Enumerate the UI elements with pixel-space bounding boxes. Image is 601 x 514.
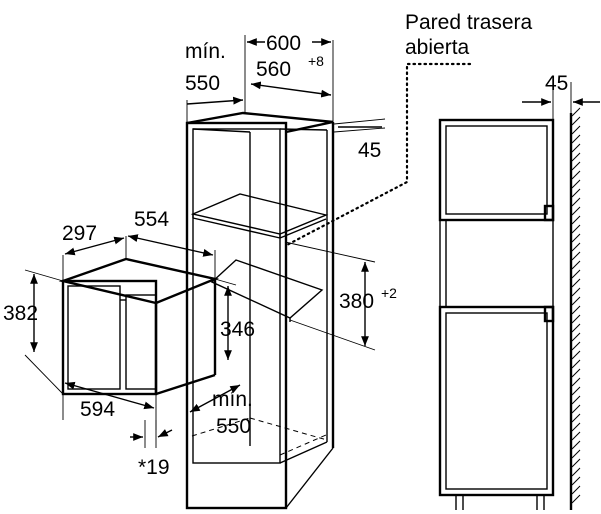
label-width-560-tol: +8: [308, 53, 324, 69]
label-min-bottom-1: mín.: [212, 388, 253, 411]
wall-hatch-line: [571, 179, 581, 189]
wall-hatch-line: [571, 287, 581, 297]
label-min-top-1: mín.: [185, 40, 226, 63]
wall-hatch-line: [571, 395, 581, 405]
wall-hatch-line: [571, 152, 581, 162]
label-depth-45-top: 45: [358, 139, 381, 162]
label-min-bottom-2: 550: [216, 415, 251, 438]
wall-hatch-line: [571, 143, 581, 153]
wall-hatch-line: [571, 359, 581, 369]
label-width-560: 560: [256, 58, 291, 81]
tall-cabinet: [185, 111, 335, 510]
wall-hatch-line: [571, 260, 581, 270]
wall-hatch-line: [571, 368, 581, 378]
wall-hatch-line: [571, 215, 581, 225]
label-dev-height-382: 382: [3, 302, 38, 325]
wall-hatch-line: [571, 350, 581, 360]
wall-hatch-line: [571, 206, 581, 216]
label-niche-346: 346: [220, 318, 255, 341]
label-back-wall-line2: abierta: [405, 36, 470, 59]
dimension-labels: Pared trasera abierta mín. 550 600 560 +…: [3, 11, 568, 479]
wall-hatch-line: [571, 170, 581, 180]
wall-hatch-line: [571, 242, 581, 252]
label-niche-380-tol: +2: [381, 285, 397, 301]
wall-hatch-line: [571, 458, 581, 468]
wall-hatch-line: [571, 125, 581, 135]
wall-hatch-line: [571, 188, 581, 198]
wall-hatch-line: [571, 404, 581, 414]
wall-hatch-line: [571, 323, 581, 333]
wall-hatch-line: [571, 440, 581, 450]
label-wall-gap-45: 45: [545, 72, 568, 95]
label-back-wall-line1: Pared trasera: [405, 11, 533, 34]
label-dev-depth-554: 554: [134, 208, 169, 231]
dimension-lines: [24, 35, 600, 448]
side-view-cabinet: [438, 107, 581, 510]
wall-hatch: [571, 107, 581, 504]
wall-hatch-line: [571, 332, 581, 342]
label-dev-width-594: 594: [80, 398, 115, 421]
wall-hatch-line: [571, 467, 581, 477]
wall-hatch-line: [571, 305, 581, 315]
wall-hatch-line: [571, 341, 581, 351]
wall-hatch-line: [571, 197, 581, 207]
microwave-device: [58, 257, 219, 396]
wall-hatch-line: [571, 377, 581, 387]
wall-hatch-line: [571, 314, 581, 324]
wall-hatch-line: [571, 161, 581, 171]
wall-hatch-line: [571, 134, 581, 144]
wall-hatch-line: [571, 494, 581, 504]
wall-hatch-line: [571, 107, 581, 117]
wall-hatch-line: [571, 269, 581, 279]
wall-hatch-line: [571, 431, 581, 441]
wall-hatch-line: [571, 485, 581, 495]
wall-hatch-line: [571, 422, 581, 432]
wall-hatch-line: [571, 278, 581, 288]
wall-hatch-line: [571, 233, 581, 243]
label-min-top-2: 550: [185, 72, 220, 95]
wall-hatch-line: [571, 251, 581, 261]
wall-hatch-line: [571, 476, 581, 486]
wall-hatch-line: [571, 413, 581, 423]
label-width-600: 600: [266, 32, 301, 55]
wall-hatch-line: [571, 224, 581, 234]
wall-hatch-line: [571, 386, 581, 396]
wall-hatch-line: [571, 116, 581, 126]
label-front-19: *19: [138, 456, 170, 479]
wall-hatch-line: [571, 296, 581, 306]
wall-hatch-line: [571, 449, 581, 459]
label-niche-380: 380: [339, 290, 374, 313]
label-dev-width-297: 297: [62, 222, 97, 245]
